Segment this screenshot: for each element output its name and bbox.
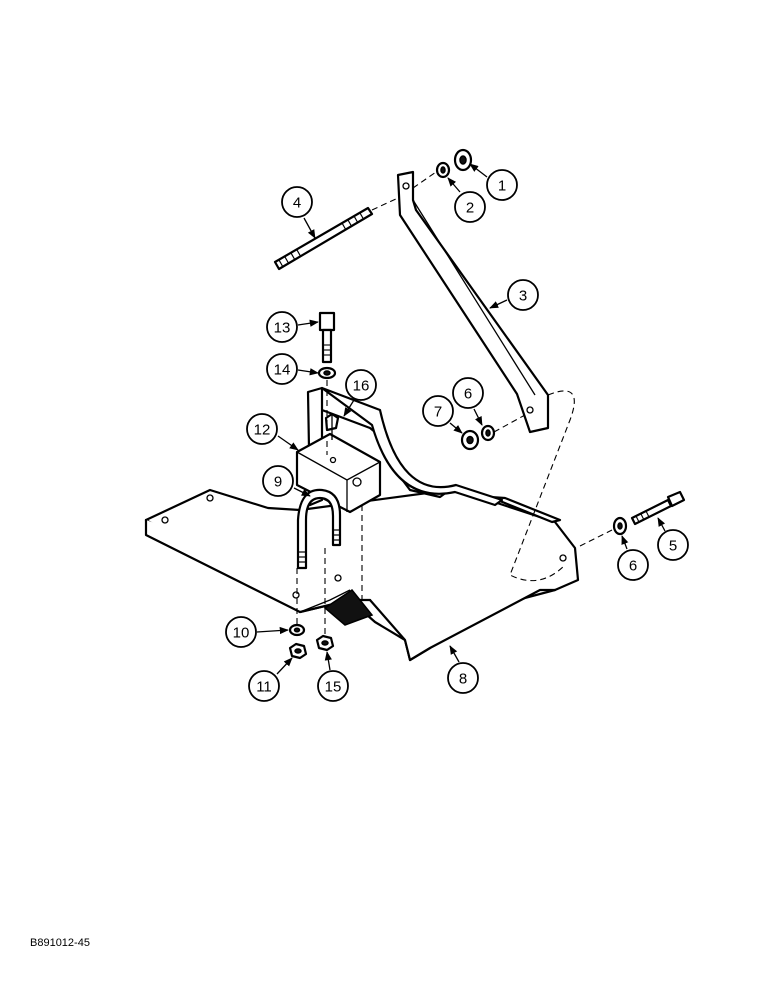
leader-line <box>449 645 460 663</box>
leader-line <box>489 299 508 309</box>
callout-circle <box>262 465 294 497</box>
nut-11 <box>288 642 308 660</box>
lock-washer-2 <box>435 161 451 179</box>
callout-number: 15 <box>325 679 342 696</box>
nut-1 <box>453 148 473 172</box>
callout-6a: 6 <box>452 377 484 426</box>
washer-6-left <box>480 424 496 442</box>
leader-line <box>324 651 332 671</box>
callout-1: 1 <box>469 163 518 201</box>
lock-washer-10 <box>288 623 306 637</box>
callout-number: 7 <box>434 404 442 421</box>
leader-line <box>276 657 293 675</box>
callout-3: 3 <box>489 279 539 311</box>
callout-number: 13 <box>274 320 291 337</box>
cap-screw-13 <box>318 311 336 364</box>
callout-number: 5 <box>669 538 677 555</box>
callout-number: 8 <box>459 671 467 688</box>
cap-screw-5 <box>630 490 686 526</box>
callout-circle <box>447 662 479 694</box>
callout-circle <box>266 311 298 343</box>
leader-line <box>293 487 311 497</box>
callout-8: 8 <box>447 645 479 694</box>
callout-10: 10 <box>225 616 289 648</box>
callout-circle <box>617 549 649 581</box>
threaded-rod <box>273 206 374 271</box>
leader-line <box>621 535 629 550</box>
callout-9: 9 <box>262 465 311 497</box>
callout-number: 2 <box>466 200 474 217</box>
leader-line <box>657 517 666 532</box>
callout-circle <box>454 191 486 223</box>
callout-circle <box>486 169 518 201</box>
lock-washer-14 <box>317 366 337 380</box>
callout-number: 3 <box>519 288 527 305</box>
callout-circle <box>507 279 539 311</box>
callout-circle <box>225 616 257 648</box>
callout-number: 11 <box>256 679 272 696</box>
callout-circle <box>246 413 278 445</box>
washer-6-right <box>612 516 628 536</box>
callout-number: 16 <box>353 378 370 395</box>
callout-14: 14 <box>266 353 319 385</box>
nut-15 <box>315 634 335 652</box>
callout-circle <box>345 369 377 401</box>
callout-13: 13 <box>266 311 319 343</box>
callout-7: 7 <box>422 395 463 434</box>
callout-circle <box>281 186 313 218</box>
u-bolt <box>296 488 342 570</box>
support-strap <box>396 170 550 434</box>
callout-15: 15 <box>317 651 349 702</box>
callout-number: 4 <box>293 195 301 212</box>
alignment-lines <box>296 171 613 635</box>
clamp-plate <box>306 386 562 524</box>
leader-line <box>469 163 488 178</box>
leader-line <box>297 319 319 327</box>
callout-number: 6 <box>629 558 637 575</box>
callout-circle <box>248 670 280 702</box>
leader-line <box>297 368 319 376</box>
callout-circle <box>657 529 689 561</box>
callout-11: 11 <box>248 657 293 702</box>
leader-line <box>303 217 316 239</box>
leader-line <box>277 435 299 451</box>
callout-4: 4 <box>281 186 316 239</box>
leader-line <box>473 408 483 426</box>
callout-circle <box>266 353 298 385</box>
callout-number: 10 <box>233 625 250 642</box>
callout-number: 1 <box>498 178 506 195</box>
callout-12: 12 <box>246 413 299 451</box>
callout-2: 2 <box>447 177 486 223</box>
leader-line <box>343 399 355 417</box>
nut-7 <box>460 429 480 451</box>
leader-line <box>447 177 461 193</box>
callout-circle <box>452 377 484 409</box>
callout-number: 14 <box>274 362 291 379</box>
figure-id: B891012-45 <box>30 937 90 949</box>
leader-line <box>449 422 463 434</box>
callout-circle <box>422 395 454 427</box>
leader-line <box>256 626 289 635</box>
callout-number: 9 <box>274 474 282 491</box>
callout-16: 16 <box>343 369 377 417</box>
callout-5: 5 <box>657 517 689 561</box>
callout-number: 12 <box>254 422 271 439</box>
callout-6b: 6 <box>617 535 649 581</box>
callout-number: 6 <box>464 386 472 403</box>
callout-circle <box>317 670 349 702</box>
grease-fitting <box>324 412 340 440</box>
